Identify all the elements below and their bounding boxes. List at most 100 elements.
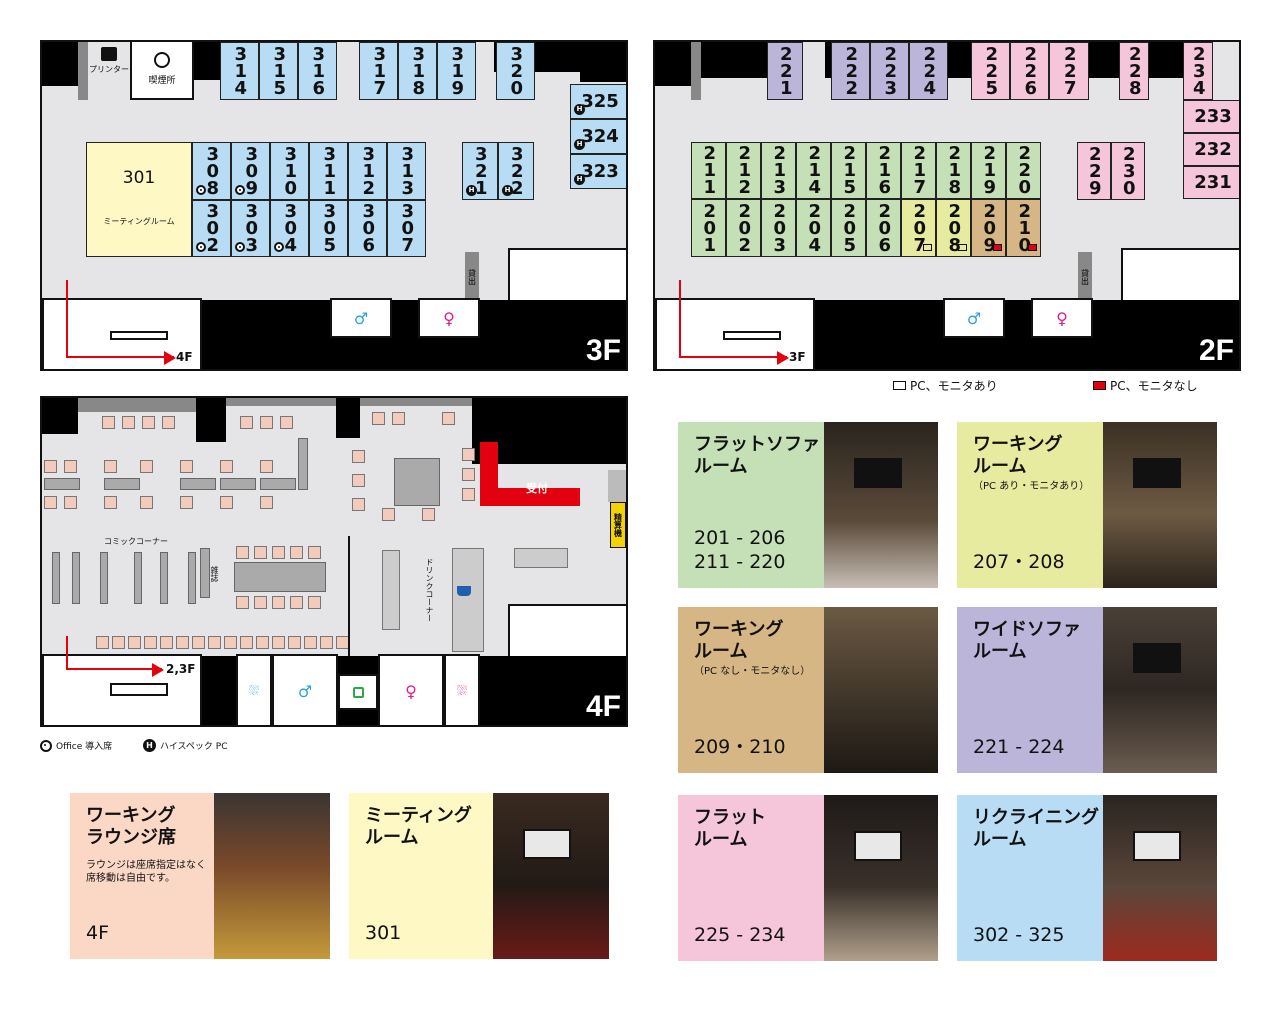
lounge-seat[interactable] [272,596,285,609]
room-319[interactable]: 319 [437,42,476,100]
lounge-seat[interactable] [236,596,249,609]
room-311[interactable]: 311 [309,142,348,200]
room-306[interactable]: 306 [348,200,387,257]
lounge-seat[interactable] [308,546,321,559]
room-222[interactable]: 222 [831,42,870,100]
lounge-seat[interactable] [352,474,365,487]
lounge-seat[interactable] [44,460,57,473]
lounge-seat[interactable] [272,546,285,559]
room-230[interactable]: 230 [1111,142,1145,200]
lounge-seat[interactable] [392,412,405,425]
lounge-seat[interactable] [290,546,303,559]
lounge-seat[interactable] [176,636,189,649]
room-227[interactable]: 227 [1049,42,1089,100]
room-216[interactable]: 216 [866,142,901,199]
lounge-seat[interactable] [320,636,333,649]
lounge-seat[interactable] [372,412,385,425]
room-205[interactable]: 205 [831,199,866,257]
lounge-seat[interactable] [422,508,435,521]
lounge-seat[interactable] [254,596,267,609]
room-223[interactable]: 223 [870,42,909,100]
room-314[interactable]: 314 [220,42,259,100]
lounge-seat[interactable] [462,468,475,481]
lounge-seat[interactable] [240,416,253,429]
room-217[interactable]: 217 [901,142,936,199]
room-201[interactable]: 201 [691,199,726,257]
lounge-seat[interactable] [256,636,269,649]
lounge-seat[interactable] [104,496,117,509]
room-305[interactable]: 305 [309,200,348,257]
lounge-seat[interactable] [254,546,267,559]
room-232[interactable]: 232 [1183,133,1239,166]
room-233[interactable]: 233 [1183,100,1239,133]
lounge-seat[interactable] [180,496,193,509]
lounge-seat[interactable] [192,636,205,649]
room-213[interactable]: 213 [761,142,796,199]
room-226[interactable]: 226 [1010,42,1049,100]
room-316[interactable]: 316 [298,42,337,100]
room-228[interactable]: 228 [1119,42,1149,100]
lounge-seat[interactable] [462,488,475,501]
room-208[interactable]: 208 [936,199,971,257]
lounge-seat[interactable] [462,448,475,461]
lounge-seat[interactable] [236,546,249,559]
room-315[interactable]: 315 [259,42,298,100]
lounge-seat[interactable] [272,636,285,649]
lounge-seat[interactable] [208,636,221,649]
lounge-seat[interactable] [128,636,141,649]
room-303[interactable]: 303 [231,200,270,257]
lounge-seat[interactable] [112,636,125,649]
room-308[interactable]: 308 [192,142,231,200]
lounge-seat[interactable] [280,416,293,429]
room-215[interactable]: 215 [831,142,866,199]
room-229[interactable]: 229 [1077,142,1111,200]
room-309[interactable]: 309 [231,142,270,200]
room-317[interactable]: 317 [359,42,398,100]
lounge-seat[interactable] [352,450,365,463]
lounge-seat[interactable] [442,412,455,425]
lounge-seat[interactable] [64,460,77,473]
room-203[interactable]: 203 [761,199,796,257]
room-307[interactable]: 307 [387,200,426,257]
room-210[interactable]: 210 [1006,199,1041,257]
lounge-seat[interactable] [142,416,155,429]
lounge-seat[interactable] [304,636,317,649]
room-221[interactable]: 221 [767,42,803,100]
lounge-seat[interactable] [162,416,175,429]
lounge-seat[interactable] [180,460,193,473]
lounge-seat[interactable] [382,508,395,521]
room-224[interactable]: 224 [909,42,948,100]
room-219[interactable]: 219 [971,142,1006,199]
room-214[interactable]: 214 [796,142,831,199]
room-202[interactable]: 202 [726,199,761,257]
lounge-seat[interactable] [144,636,157,649]
lounge-seat[interactable] [64,496,77,509]
lounge-seat[interactable] [160,636,173,649]
lounge-seat[interactable] [260,496,273,509]
lounge-seat[interactable] [140,496,153,509]
lounge-seat[interactable] [220,496,233,509]
room-234[interactable]: 234 [1183,42,1213,100]
lounge-seat[interactable] [122,416,135,429]
lounge-seat[interactable] [44,496,57,509]
lounge-seat[interactable] [140,460,153,473]
room-318[interactable]: 318 [398,42,437,100]
lounge-seat[interactable] [224,636,237,649]
room-310[interactable]: 310 [270,142,309,200]
lounge-seat[interactable] [288,636,301,649]
room-302[interactable]: 302 [192,200,231,257]
room-204[interactable]: 204 [796,199,831,257]
room-231[interactable]: 231 [1183,166,1239,199]
room-212[interactable]: 212 [726,142,761,199]
lounge-seat[interactable] [308,596,321,609]
room-304[interactable]: 304 [270,200,309,257]
room-209[interactable]: 209 [971,199,1006,257]
lounge-seat[interactable] [290,596,303,609]
lounge-seat[interactable] [260,416,273,429]
lounge-seat[interactable] [220,460,233,473]
lounge-seat[interactable] [102,416,115,429]
